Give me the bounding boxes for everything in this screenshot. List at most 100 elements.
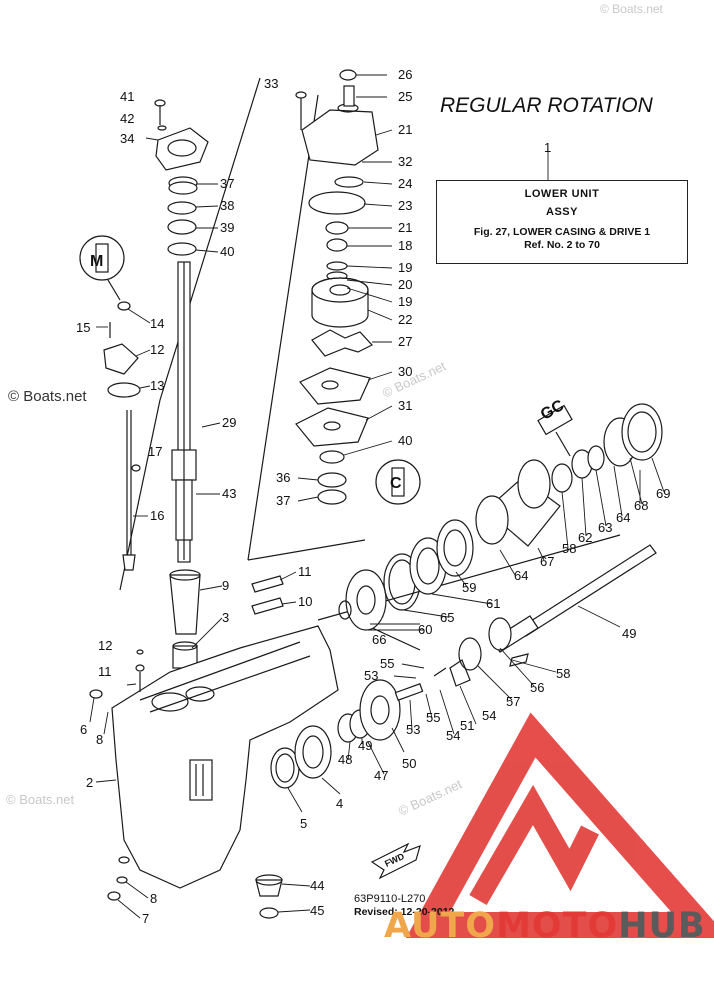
callout-17: 15 xyxy=(76,320,90,335)
callout-14: 12 xyxy=(150,342,164,357)
callout-57: 57 xyxy=(506,694,520,709)
callout-9: 9 xyxy=(222,578,229,593)
callout-33: 31 xyxy=(398,398,412,413)
callout-21b: 19 xyxy=(398,294,412,309)
callout-67: 66 xyxy=(372,632,386,647)
callout-36: 34 xyxy=(120,131,134,146)
callout-25: 22 xyxy=(398,312,412,327)
callout-55b: 55 xyxy=(426,710,440,725)
brand-part-moto: MOTO xyxy=(496,906,619,946)
callout-38: 37 xyxy=(220,176,234,191)
callout-8b: 8 xyxy=(150,891,157,906)
callout-45: 43 xyxy=(222,486,236,501)
callout-35: 33 xyxy=(264,76,278,91)
callout-61: 60 xyxy=(418,622,432,637)
detail-glyph-c: C xyxy=(390,475,402,492)
watermark-main: © Boats.net xyxy=(8,388,87,405)
callout-23: 21 xyxy=(398,220,412,235)
callout-54a: 54 xyxy=(482,708,496,723)
callout-53b: 53 xyxy=(406,722,420,737)
callout-labels: 26 25 21 32 24 23 21 18 19 20 19 22 27 3… xyxy=(76,67,670,926)
revised-date: Revised: 12-20-2012 xyxy=(354,906,455,918)
callout-34: 32 xyxy=(398,154,412,169)
callout-5: 5 xyxy=(300,816,307,831)
callout-70: 69 xyxy=(656,486,670,501)
callout-66: 65 xyxy=(440,610,454,625)
info-box: LOWER UNIT ASSY Fig. 27, LOWER CASING & … xyxy=(436,180,688,264)
callout-68: 67 xyxy=(540,554,554,569)
callout-50: 49 xyxy=(622,626,636,641)
callout-37a: 36 xyxy=(276,470,290,485)
callout-24: 21 xyxy=(398,122,412,137)
callout-26: 23 xyxy=(398,198,412,213)
callout-2: 2 xyxy=(86,775,93,790)
watermark-top: © Boats.net xyxy=(600,2,663,16)
info-line-1: LOWER UNIT xyxy=(524,188,600,200)
callout-52: 51 xyxy=(460,718,474,733)
callout-10: 10 xyxy=(298,594,312,609)
line-art xyxy=(79,69,663,919)
callout-51: 50 xyxy=(402,756,416,771)
callout-56: 56 xyxy=(530,680,544,695)
callout-63: 62 xyxy=(578,530,592,545)
detail-glyph-m: M xyxy=(90,253,103,270)
callout-49a: 48 xyxy=(338,752,352,767)
info-line-4: Ref. No. 2 to 70 xyxy=(524,239,600,251)
brand-part-hub: HUB xyxy=(618,906,706,946)
callout-31: 29 xyxy=(222,415,236,430)
callout-28: 25 xyxy=(398,89,412,104)
callout-55a: 55 xyxy=(380,656,394,671)
callout-54b: 54 xyxy=(446,728,460,743)
callout-40: 39 xyxy=(220,220,234,235)
callout-53a: 53 xyxy=(364,668,378,683)
callout-3: 3 xyxy=(222,610,229,625)
watermark-left: © Boats.net xyxy=(6,792,75,807)
callout-18: 16 xyxy=(150,508,164,523)
callout-32: 30 xyxy=(398,364,412,379)
callout-37b: 37 xyxy=(276,493,290,508)
callout-6: 6 xyxy=(80,722,87,737)
callout-47: 45 xyxy=(310,903,324,918)
callout-11: 11 xyxy=(298,564,312,579)
callout-1: 1 xyxy=(544,140,551,155)
callout-69: 68 xyxy=(634,498,648,513)
callout-16: 14 xyxy=(150,316,164,331)
brand-part-auto: AUTO xyxy=(384,906,497,946)
callout-43: 41 xyxy=(120,89,134,104)
callout-12: 11 xyxy=(98,664,112,679)
diagram-title: REGULAR ROTATION xyxy=(440,94,653,117)
callout-62: 61 xyxy=(486,596,500,611)
brand-wordmark: AUTOMOTOHUB xyxy=(384,906,706,946)
callout-49b: 49 xyxy=(358,738,372,753)
callout-22: 20 xyxy=(398,277,412,292)
callout-59: 58 xyxy=(562,541,576,556)
callout-20: 18 xyxy=(398,238,412,253)
callout-64a: 63 xyxy=(598,520,612,535)
callout-48: 47 xyxy=(374,768,388,783)
callout-21a: 19 xyxy=(398,260,412,275)
brand-logo-mark xyxy=(405,712,714,938)
callout-30: 27 xyxy=(398,334,412,349)
leader-lines xyxy=(89,74,665,919)
callout-29: 26 xyxy=(398,67,412,82)
callout-42: 40 xyxy=(398,433,412,448)
callout-64b: 64 xyxy=(616,510,630,525)
callout-19: 17 xyxy=(148,444,162,459)
callout-8a: 8 xyxy=(96,732,103,747)
callout-46: 44 xyxy=(310,878,324,893)
callout-27: 24 xyxy=(398,176,412,191)
callout-41: 40 xyxy=(220,244,234,259)
part-code: 63P9110-L270 xyxy=(354,893,426,905)
callout-58: 58 xyxy=(556,666,570,681)
callout-65: 64 xyxy=(514,568,528,583)
callout-15: 13 xyxy=(150,378,164,393)
callout-7: 7 xyxy=(142,911,149,926)
info-line-3: Fig. 27, LOWER CASING & DRIVE 1 xyxy=(473,226,651,238)
callout-4: 4 xyxy=(336,796,343,811)
callout-13: 12 xyxy=(98,638,112,653)
callout-60: 59 xyxy=(462,580,476,595)
info-line-2: ASSY xyxy=(546,206,578,218)
callout-44: 42 xyxy=(120,111,134,126)
